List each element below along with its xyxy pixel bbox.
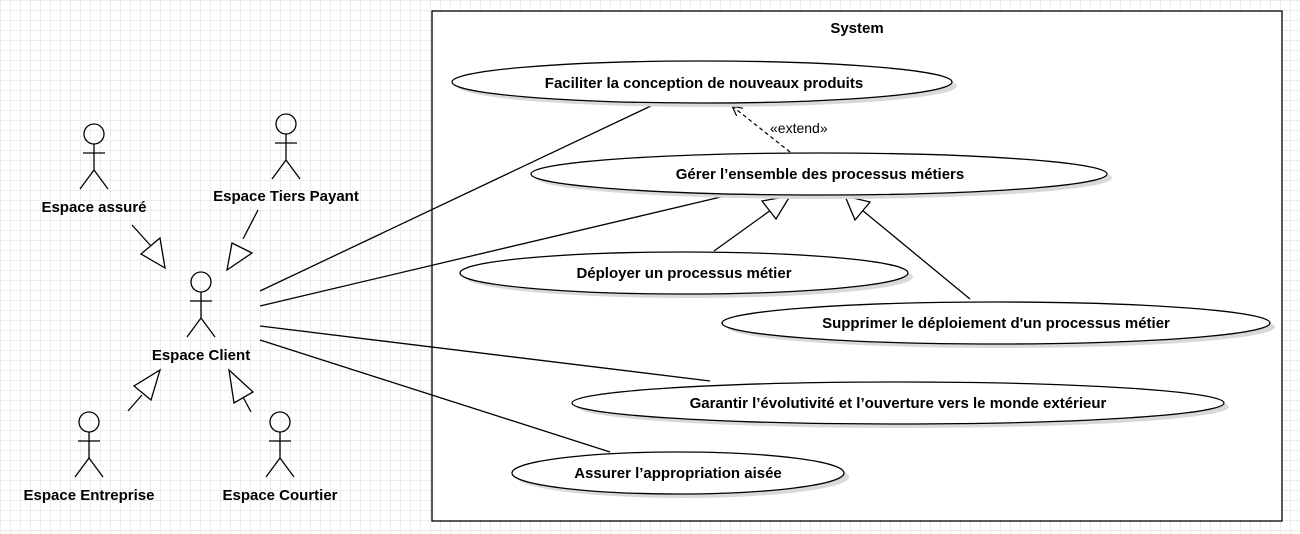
actor-espace-courtier[interactable]: Espace Courtier — [222, 411, 338, 504]
use-case-assurer-label: Assurer l’appropriation aisée — [574, 465, 782, 482]
actor-espace-client[interactable]: Espace Client — [152, 271, 250, 364]
use-case-faciliter-label: Faciliter la conception de nouveaux prod… — [545, 75, 863, 92]
association-garantir[interactable] — [259, 325, 711, 382]
actor-espace-assure-label: Espace assuré — [41, 199, 146, 216]
use-case-supprimer-label: Supprimer le déploiement d'un processus … — [822, 315, 1170, 332]
actor-espace-client-label: Espace Client — [152, 347, 250, 364]
actor-espace-entreprise-label: Espace Entreprise — [24, 487, 155, 504]
generalization-arrow-tiers-payant — [226, 242, 254, 272]
use-case-garantir-label: Garantir l’évolutivité et l’ouverture ve… — [690, 395, 1107, 412]
use-case-gerer[interactable]: Gérer l’ensemble des processus métiers — [530, 152, 1112, 199]
use-case-supprimer[interactable]: Supprimer le déploiement d'un processus … — [721, 301, 1275, 348]
association-gerer[interactable] — [259, 195, 726, 307]
association-faciliter[interactable] — [259, 103, 656, 292]
generalization-arrow-entreprise — [132, 368, 162, 402]
actor-espace-courtier-label: Espace Courtier — [222, 487, 337, 504]
generalization-arrow-courtier — [228, 368, 255, 405]
use-case-garantir[interactable]: Garantir l’évolutivité et l’ouverture ve… — [571, 381, 1229, 428]
generalization-line-assure[interactable] — [131, 224, 152, 247]
generalization-line-entreprise[interactable] — [127, 394, 143, 412]
generalization-line-courtier[interactable] — [242, 396, 252, 413]
use-case-deployer-label: Déployer un processus métier — [576, 265, 791, 282]
generalization-line-tiers-payant[interactable] — [242, 209, 259, 240]
use-case-deployer[interactable]: Déployer un processus métier — [459, 251, 913, 298]
use-case-faciliter[interactable]: Faciliter la conception de nouveaux prod… — [451, 60, 957, 107]
generalization-arrow-assure — [139, 236, 166, 270]
actor-espace-assure[interactable]: Espace assuré — [41, 123, 147, 216]
use-case-gerer-label: Gérer l’ensemble des processus métiers — [676, 166, 964, 183]
extend-dependency[interactable] — [732, 106, 791, 153]
system-title: System — [830, 20, 883, 37]
use-case-assurer[interactable]: Assurer l’appropriation aisée — [511, 451, 849, 498]
actor-espace-tiers-payant[interactable]: Espace Tiers Payant — [213, 113, 359, 205]
generalization-line-deployer[interactable] — [713, 209, 772, 252]
generalization-arrow-supprimer — [843, 195, 872, 222]
actor-espace-tiers-payant-label: Espace Tiers Payant — [213, 188, 359, 205]
association-assurer[interactable] — [259, 339, 611, 453]
generalization-line-supprimer[interactable] — [861, 209, 971, 300]
extend-label: «extend» — [770, 120, 828, 136]
actor-espace-entreprise[interactable]: Espace Entreprise — [24, 411, 155, 504]
